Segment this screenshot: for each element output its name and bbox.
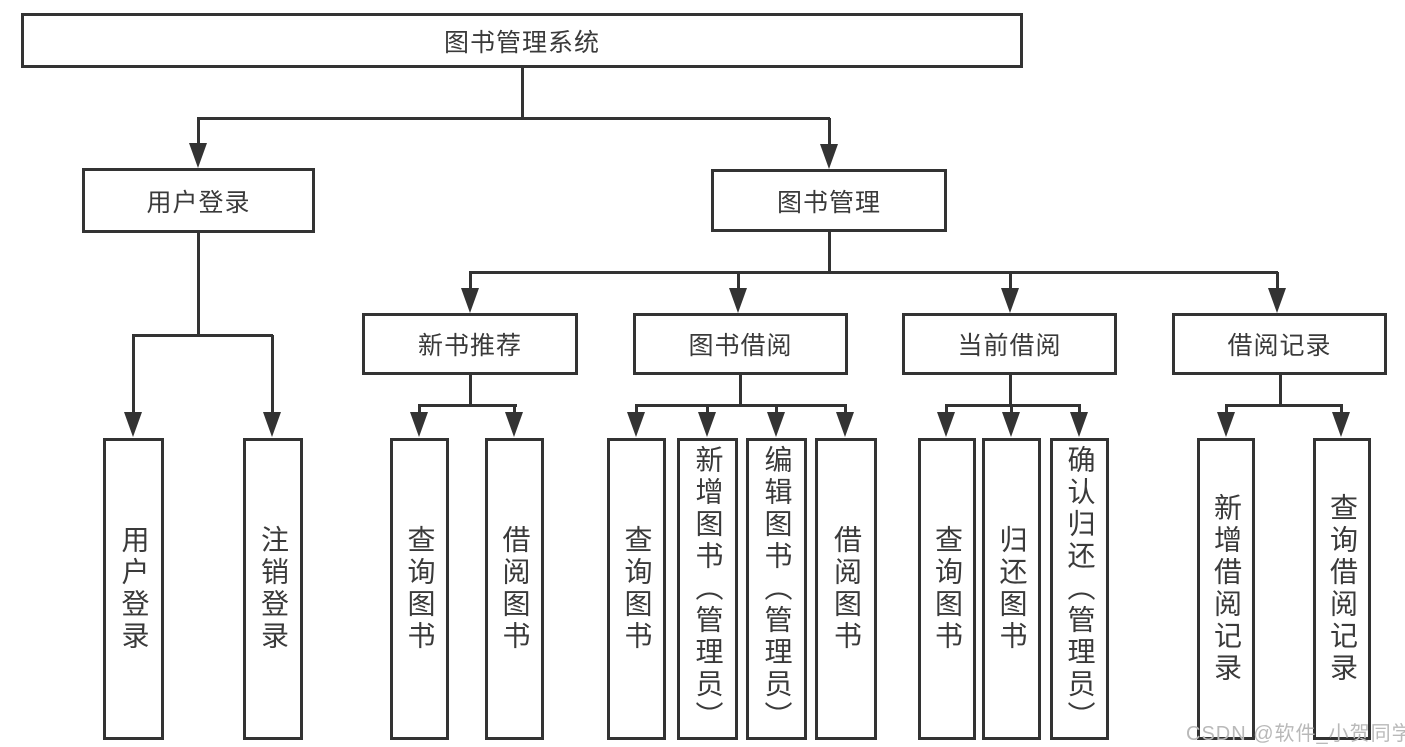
leaf-user-login: 用户登录	[103, 438, 164, 740]
connector-line	[197, 233, 200, 335]
connector-line	[271, 335, 274, 414]
arrow-down-icon	[410, 412, 428, 437]
arrow-down-icon	[1268, 288, 1286, 313]
connector-line	[469, 272, 472, 290]
node-book-management: 图书管理	[711, 169, 947, 232]
connector-line	[521, 67, 524, 118]
connector-line	[737, 272, 740, 290]
arrow-down-icon	[1002, 412, 1020, 437]
connector-line	[828, 232, 831, 272]
connector-line	[469, 271, 1278, 274]
connector-line	[1279, 375, 1282, 406]
node-library-management-system: 图书管理系统	[21, 13, 1023, 68]
arrow-down-icon	[1217, 412, 1235, 437]
connector-line	[1009, 272, 1012, 290]
arrow-down-icon	[820, 144, 838, 169]
connector-line	[635, 404, 846, 407]
leaf-query-books-recommend: 查询图书	[390, 438, 449, 740]
arrow-down-icon	[1001, 288, 1019, 313]
connector-line	[739, 375, 742, 406]
connector-line	[132, 334, 273, 337]
leaf-query-borrow-record: 查询借阅记录	[1313, 438, 1371, 740]
arrow-down-icon	[627, 412, 645, 437]
connector-line	[775, 404, 778, 414]
connector-line	[1078, 404, 1081, 414]
node-user-login: 用户登录	[82, 168, 315, 233]
leaf-query-books-borrow: 查询图书	[607, 438, 666, 740]
arrow-down-icon	[124, 412, 142, 437]
leaf-confirm-return-admin: 确认归还（管理员）	[1050, 438, 1109, 740]
connector-line	[1340, 404, 1343, 414]
connector-line	[197, 118, 200, 145]
arrow-down-icon	[1332, 412, 1350, 437]
node-new-book-recommend: 新书推荐	[362, 313, 578, 375]
leaf-return-books: 归还图书	[982, 438, 1041, 740]
arrow-down-icon	[189, 143, 207, 168]
leaf-borrow-books: 借阅图书	[815, 438, 877, 740]
connector-line	[1276, 272, 1279, 290]
connector-line	[1010, 404, 1013, 414]
connector-line	[828, 118, 831, 145]
arrow-down-icon	[767, 412, 785, 437]
arrow-down-icon	[461, 288, 479, 313]
connector-line	[635, 404, 638, 414]
connector-line	[844, 404, 847, 414]
connector-line	[513, 404, 516, 414]
connector-line	[1225, 404, 1228, 414]
connector-line	[1009, 375, 1012, 406]
node-current-borrow: 当前借阅	[902, 313, 1117, 375]
leaf-edit-books-admin: 编辑图书（管理员）	[746, 438, 807, 740]
connector-line	[945, 404, 948, 414]
leaf-add-books-admin: 新增图书（管理员）	[677, 438, 738, 740]
arrow-down-icon	[1070, 412, 1088, 437]
node-borrow-records: 借阅记录	[1172, 313, 1387, 375]
connector-line	[132, 335, 135, 414]
arrow-down-icon	[836, 412, 854, 437]
connector-line	[1225, 404, 1342, 407]
arrow-down-icon	[729, 288, 747, 313]
node-book-borrow: 图书借阅	[633, 313, 848, 375]
arrow-down-icon	[263, 412, 281, 437]
leaf-logout: 注销登录	[243, 438, 303, 740]
connector-line	[418, 404, 421, 414]
leaf-query-books-current: 查询图书	[918, 438, 976, 740]
connector-line	[469, 375, 472, 406]
arrow-down-icon	[505, 412, 523, 437]
leaf-borrow-books-recommend: 借阅图书	[485, 438, 544, 740]
csdn-watermark: CSDN @软件_小贺同学	[1186, 723, 1405, 745]
connector-line	[706, 404, 709, 414]
leaf-add-borrow-record: 新增借阅记录	[1197, 438, 1255, 740]
arrow-down-icon	[698, 412, 716, 437]
connector-line	[418, 404, 517, 407]
connector-line	[197, 117, 830, 120]
arrow-down-icon	[937, 412, 955, 437]
